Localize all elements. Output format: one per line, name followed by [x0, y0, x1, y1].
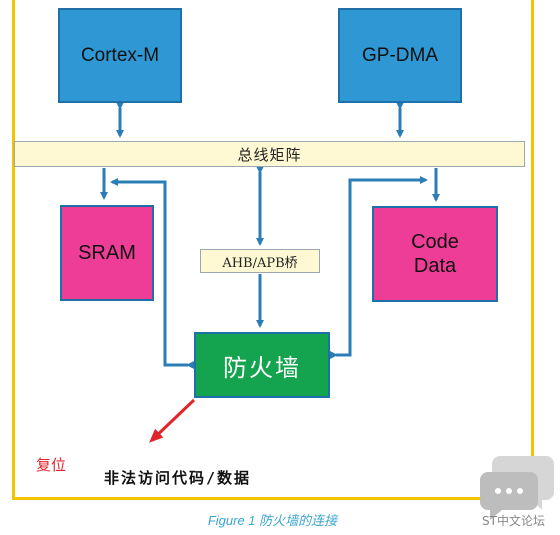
ahb-apb-bridge: AHB/APB桥 — [200, 249, 320, 273]
figure-caption: Figure 1 防火墙的连接 — [0, 510, 545, 529]
sram-box: SRAM — [60, 205, 154, 301]
cortex-m-label: Cortex-M — [80, 44, 160, 66]
watermark-text: ST中文论坛 — [482, 514, 545, 528]
gp-dma-box: GP-DMA — [338, 8, 462, 103]
chat-bubble-icon — [480, 456, 554, 520]
firewall-label: 防火墙 — [223, 353, 301, 382]
code-label: Code — [411, 231, 459, 253]
illegal-access-label: 非法访问代码/数据 — [104, 469, 252, 487]
caption-prefix: Figure 1 — [207, 513, 256, 528]
bus-matrix-label: 总线矩阵 — [237, 145, 302, 164]
firewall-box: 防火墙 — [194, 332, 330, 398]
bridge-label: AHB/APB桥 — [222, 255, 298, 271]
gp-dma-label: GP-DMA — [362, 44, 438, 66]
reset-label: 复位 — [36, 456, 67, 474]
diagram-frame — [12, 0, 534, 500]
caption-text: 防火墙的连接 — [259, 514, 338, 529]
reset-arrow — [149, 398, 196, 443]
arrow-firewall-code — [330, 176, 428, 359]
arrow-firewall-sram — [110, 178, 194, 369]
data-label: Data — [413, 255, 457, 277]
bus-matrix: 总线矩阵 — [14, 141, 525, 167]
cortex-m-box: Cortex-M — [58, 8, 182, 103]
sram-label: SRAM — [78, 242, 136, 264]
code-data-box: Code Data — [372, 206, 498, 302]
